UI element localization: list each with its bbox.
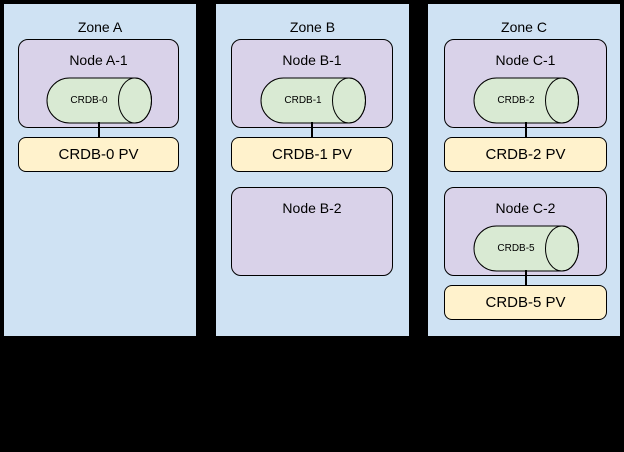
database-cylinder-crdb-5: CRDB-5 [473, 225, 580, 272]
node-c2-label: Node C-2 [495, 200, 556, 216]
zone-b: Zone B Node B-1 CRDB-1 CRDB-1 PV Node B-… [215, 3, 410, 337]
pv-crdb-1: CRDB-1 PV [231, 137, 393, 172]
pv-label: CRDB-2 PV [485, 146, 566, 163]
connector-node-c2-pv [525, 270, 527, 286]
zone-c: Zone C Node C-1 CRDB-2 CRDB-2 PV Node C-… [427, 3, 621, 337]
node-b2-label: Node B-2 [282, 200, 342, 216]
cylinder-shape-icon [46, 77, 152, 124]
zone-a-title: Zone A [77, 19, 123, 35]
database-label: CRDB-1 [284, 94, 322, 106]
pv-label: CRDB-5 PV [485, 294, 566, 311]
database-label: CRDB-2 [497, 94, 535, 106]
node-c1-label: Node C-1 [495, 52, 556, 68]
connector-node-c1-pv [525, 122, 527, 138]
node-b1-label: Node B-1 [282, 52, 342, 68]
pv-crdb-2: CRDB-2 PV [444, 137, 607, 172]
node-b2: Node B-2 [231, 187, 393, 276]
connector-node-a1-pv [98, 122, 100, 138]
cylinder-shape-icon [473, 77, 579, 124]
node-c1: Node C-1 CRDB-2 [444, 39, 607, 128]
pv-label: CRDB-1 PV [271, 146, 353, 163]
database-cylinder-crdb-0: CRDB-0 [46, 77, 153, 124]
pv-crdb-0: CRDB-0 PV [18, 137, 179, 172]
pv-label: CRDB-0 PV [58, 146, 139, 163]
node-b1: Node B-1 CRDB-1 [231, 39, 393, 128]
database-label: CRDB-5 [497, 242, 535, 254]
cylinder-shape-icon [473, 225, 579, 272]
zone-a: Zone A Node A-1 CRDB-0 CRDB-0 PV [3, 3, 197, 337]
database-cylinder-crdb-1: CRDB-1 [260, 77, 367, 124]
zone-c-title: Zone C [501, 19, 547, 35]
node-a1: Node A-1 CRDB-0 [18, 39, 179, 128]
cylinder-shape-icon [260, 77, 366, 124]
pv-crdb-5: CRDB-5 PV [444, 285, 607, 320]
node-c2: Node C-2 CRDB-5 [444, 187, 607, 276]
database-label: CRDB-0 [70, 94, 108, 106]
zone-b-title: Zone B [289, 19, 336, 35]
database-cylinder-crdb-2: CRDB-2 [473, 77, 580, 124]
node-a1-label: Node A-1 [69, 52, 128, 68]
connector-node-b1-pv [311, 122, 313, 138]
